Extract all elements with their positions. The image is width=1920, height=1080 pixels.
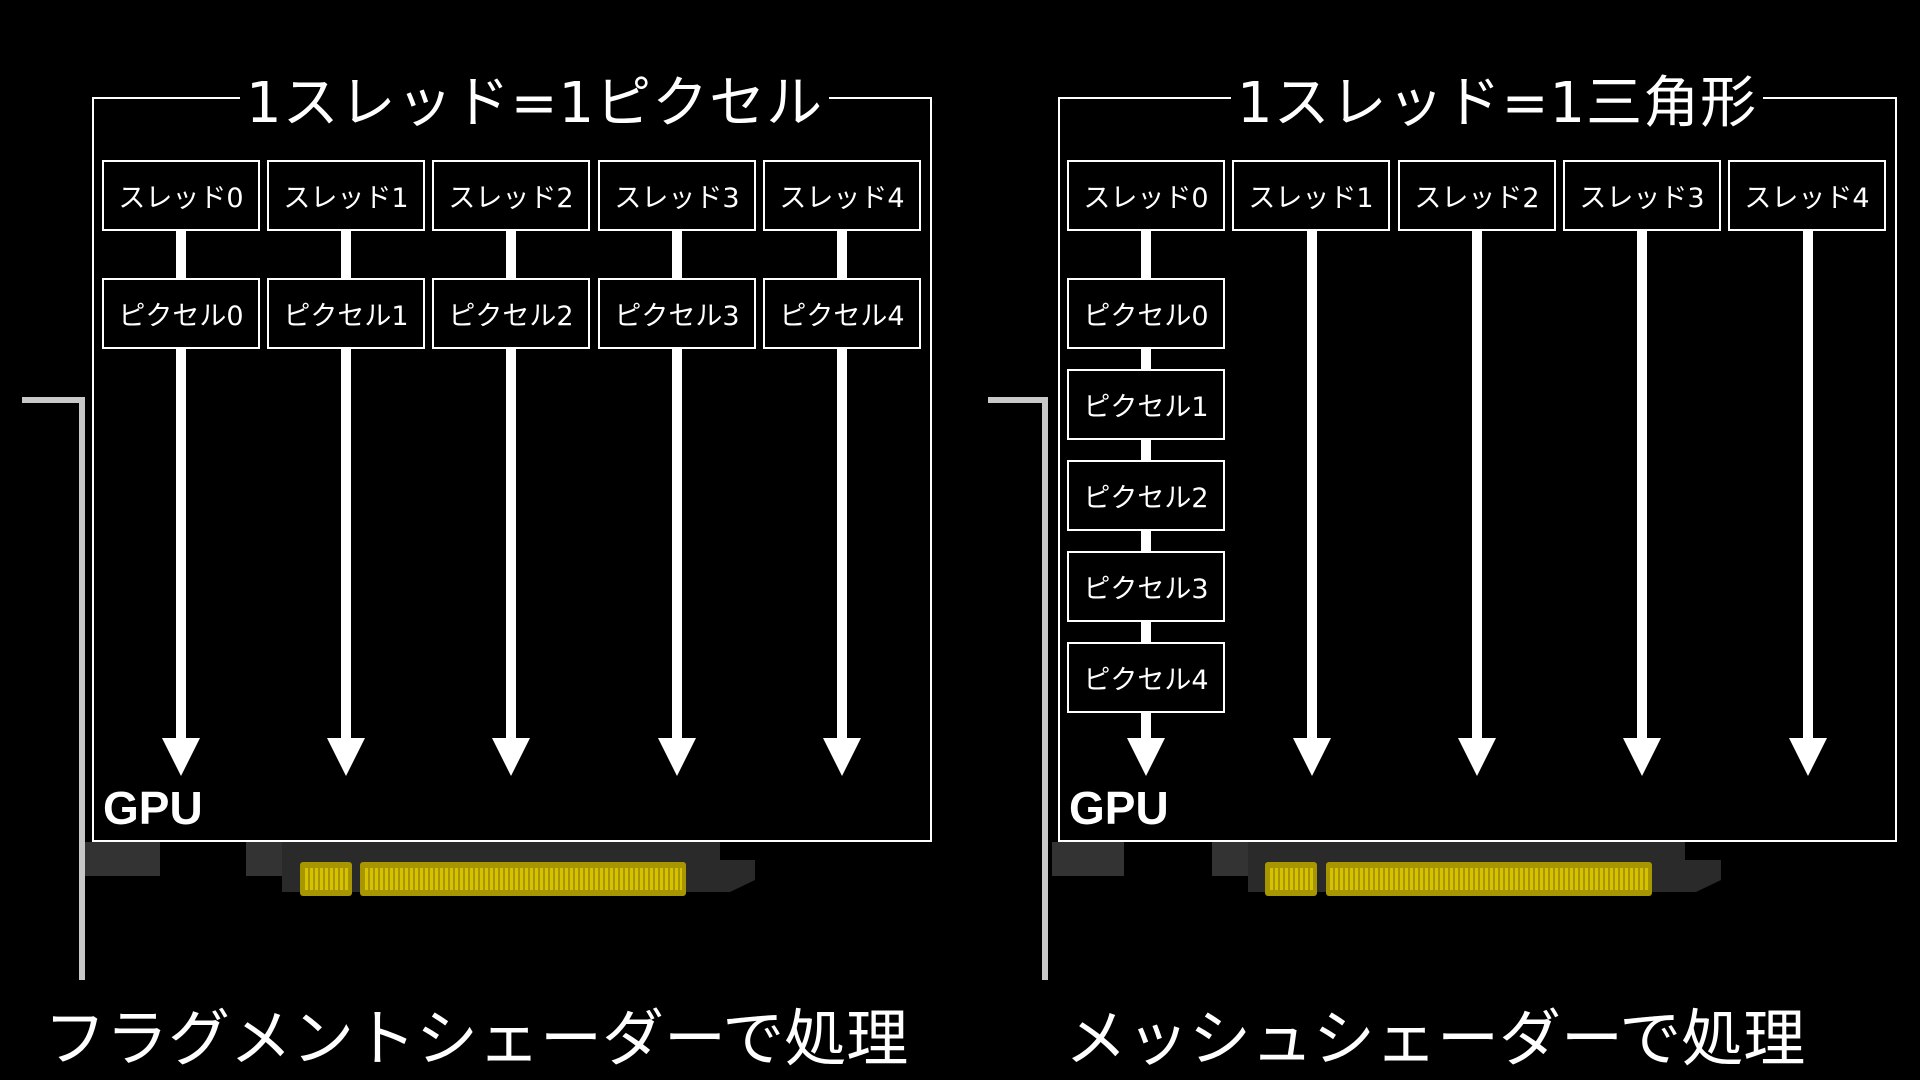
thread-box-3: スレッド3: [1563, 160, 1721, 231]
thread-box-1: スレッド1: [1232, 160, 1390, 231]
thread-box-0: スレッド0: [102, 160, 260, 231]
pixel-box-2: ピクセル2: [1067, 460, 1225, 531]
pixel-box-4: ピクセル4: [763, 278, 921, 349]
pixel-box-3: ピクセル3: [598, 278, 756, 349]
fragment-shader-panel: 1スレッド=1ピクセル スレッド0 スレッド1 スレッド2 スレッド3 スレッド…: [22, 74, 932, 1075]
thread-box-3: スレッド3: [598, 160, 756, 231]
thread-box-1: スレッド1: [267, 160, 425, 231]
card-tab: [246, 842, 282, 876]
panel-title: 1スレッド=1三角形: [1231, 74, 1764, 134]
thread-box-4: スレッド4: [1728, 160, 1886, 231]
card-tab: [85, 842, 160, 876]
panel-caption: メッシュシェーダーで処理: [1065, 1002, 1806, 1075]
thread-box-2: スレッド2: [432, 160, 590, 231]
card-tab: [1052, 842, 1124, 876]
io-bracket: [22, 397, 85, 980]
thread-box-4: スレッド4: [763, 160, 921, 231]
card-tab: [1212, 842, 1248, 876]
pixel-box-0: ピクセル0: [1067, 278, 1225, 349]
pixel-box-1: ピクセル1: [267, 278, 425, 349]
pixel-box-4: ピクセル4: [1067, 642, 1225, 713]
pixel-box-0: ピクセル0: [102, 278, 260, 349]
panel-title: 1スレッド=1ピクセル: [240, 74, 830, 134]
pixel-box-3: ピクセル3: [1067, 551, 1225, 622]
pixel-box-2: ピクセル2: [432, 278, 590, 349]
gpu-label: GPU: [103, 782, 203, 834]
gpu-label: GPU: [1069, 782, 1169, 834]
thread-box-2: スレッド2: [1398, 160, 1556, 231]
panel-caption: フラグメントシェーダーで処理: [44, 1002, 909, 1075]
io-bracket: [988, 397, 1048, 980]
mesh-shader-panel: 1スレッド=1三角形 スレッド0 スレッド1 スレッド2 スレッド3 スレッド4…: [965, 0, 1920, 1080]
thread-box-0: スレッド0: [1067, 160, 1225, 231]
pixel-box-1: ピクセル1: [1067, 369, 1225, 440]
